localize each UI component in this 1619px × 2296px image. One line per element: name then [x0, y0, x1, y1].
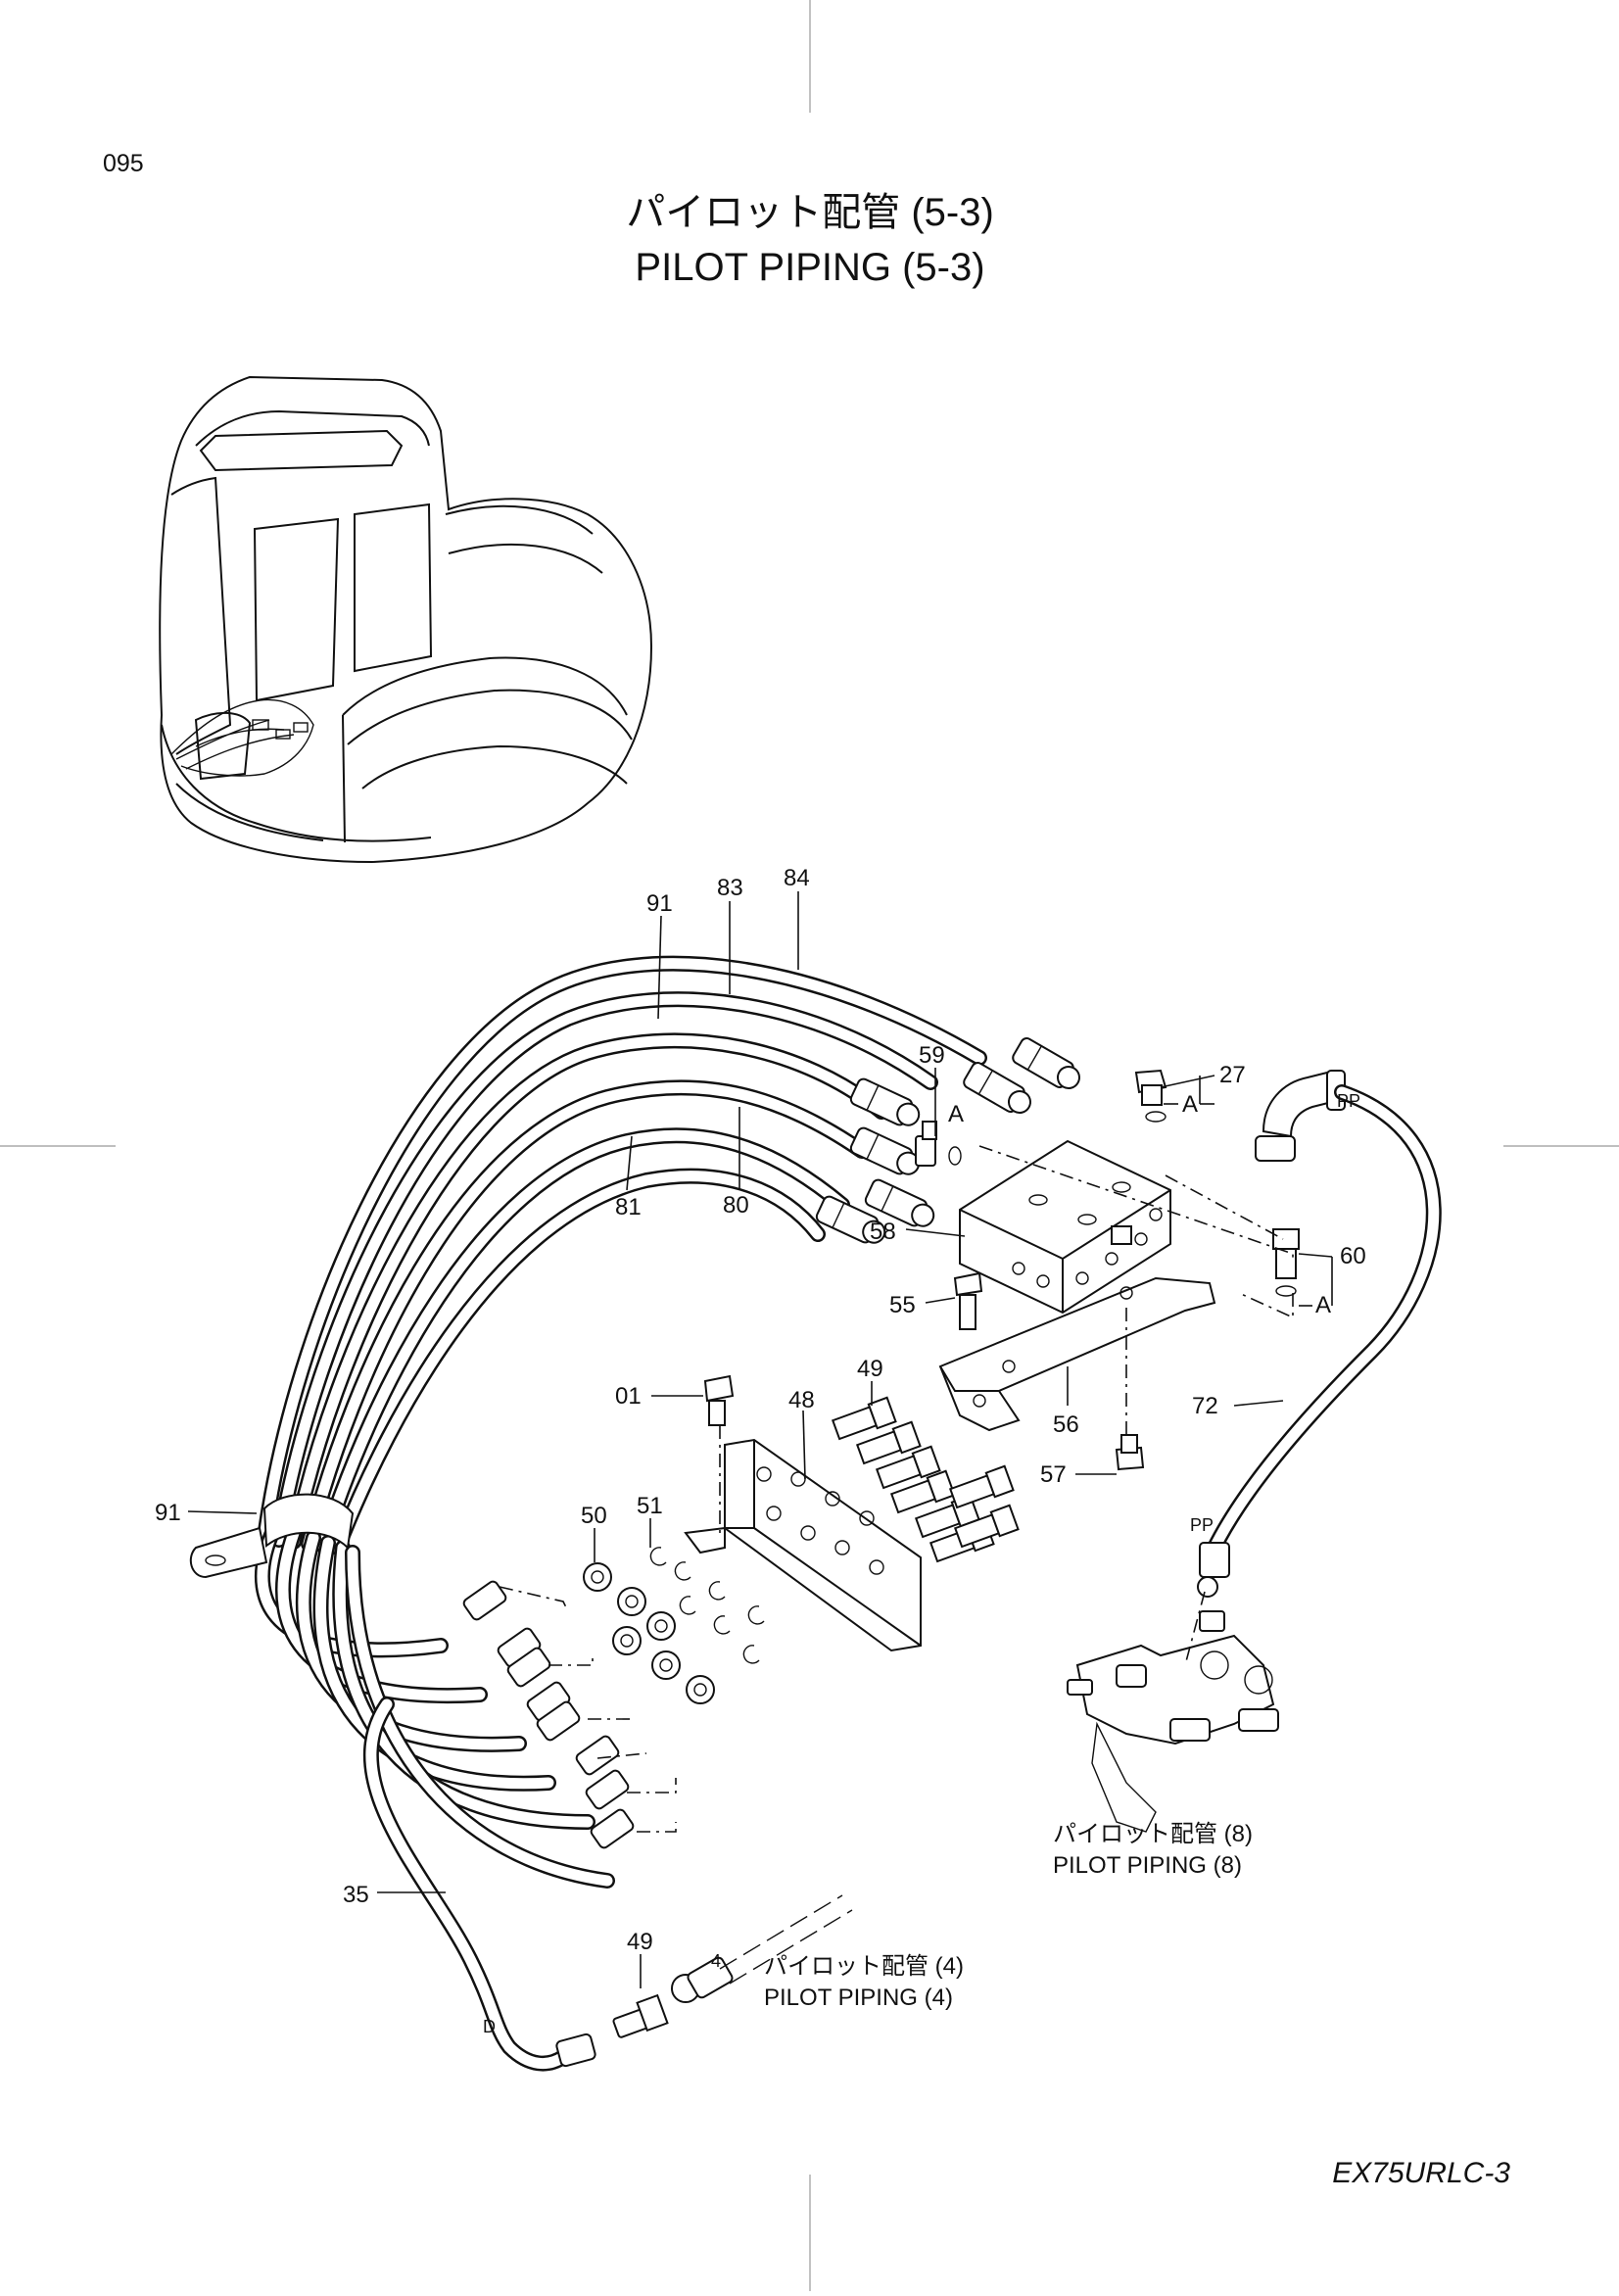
model-code: EX75URLC-3	[1332, 2157, 1510, 2189]
ref-piping-4-en: PILOT PIPING (4)	[764, 1985, 953, 2011]
view-marker-a-1: A	[948, 1101, 964, 1127]
ref-piping-8-en: PILOT PIPING (8)	[1053, 1852, 1242, 1879]
coupling-to-piping-4	[612, 1894, 853, 2038]
label-58: 58	[870, 1219, 896, 1245]
leader-lines	[187, 891, 1333, 1988]
bulkhead-connectors	[831, 1396, 1020, 1563]
ref-piping-8-jp: パイロット配管 (8)	[1053, 1821, 1253, 1847]
label-56: 56	[1053, 1411, 1079, 1438]
label-48: 48	[788, 1387, 815, 1413]
label-50: 50	[581, 1503, 607, 1529]
label-51: 51	[637, 1493, 663, 1519]
assembly-lines	[499, 1145, 1294, 1833]
port-marker-pp-bottom: PP	[1190, 1515, 1214, 1535]
label-83: 84	[784, 865, 810, 891]
hose-clamp-91	[189, 1493, 355, 1579]
hose-72	[1197, 1084, 1442, 1598]
pilot-hose-bundle	[257, 955, 987, 1555]
label-55: 55	[889, 1292, 916, 1318]
label-80: 80	[723, 1192, 749, 1219]
label-49-lower: 49	[627, 1929, 653, 1955]
view-and-port-markers: A A A PP PP D 4	[483, 1076, 1360, 2036]
hose-end-fittings	[815, 1037, 1080, 1244]
port-marker-pp-top: PP	[1337, 1091, 1360, 1111]
label-35: 35	[343, 1882, 369, 1908]
label-60: 60	[1340, 1243, 1366, 1269]
label-82: 83	[717, 875, 743, 901]
bolts	[703, 1271, 1145, 1471]
label-01: 01	[615, 1383, 642, 1410]
label-84: 91	[646, 890, 673, 917]
lower-hose-loops	[254, 1520, 635, 2072]
ref-piping-4-jp: パイロット配管 (4)	[764, 1953, 964, 1980]
nuts-and-clips	[583, 1547, 765, 1704]
view-marker-a-2: A	[1182, 1091, 1198, 1118]
excavator-cab-illustration	[159, 375, 653, 864]
label-59: 59	[919, 1042, 945, 1069]
manifold-block	[959, 1139, 1171, 1315]
title-english: PILOT PIPING (5-3)	[635, 246, 984, 289]
label-91: 91	[155, 1500, 181, 1526]
pilot-valve-illustration	[1067, 1610, 1279, 1833]
label-57: 57	[1040, 1461, 1067, 1488]
label-49-upper: 49	[857, 1356, 883, 1382]
cross-references: パイロット配管 (8) PILOT PIPING (8) パイロット配管 (4)…	[764, 1821, 1253, 2011]
label-81: 81	[615, 1194, 642, 1220]
port-marker-4: 4	[711, 1951, 721, 1971]
page-number: 095	[103, 150, 144, 177]
view-marker-a-3: A	[1315, 1292, 1331, 1318]
bracket-56	[938, 1276, 1216, 1432]
title-japanese: パイロット配管 (5-3)	[626, 191, 994, 234]
label-72: 72	[1192, 1393, 1218, 1419]
port-marker-d: D	[483, 2017, 496, 2036]
part-number-labels: 91 83 84 81 80 59 27 60 58 55 56 72 57 0…	[155, 865, 1366, 1955]
label-27: 27	[1219, 1062, 1246, 1088]
